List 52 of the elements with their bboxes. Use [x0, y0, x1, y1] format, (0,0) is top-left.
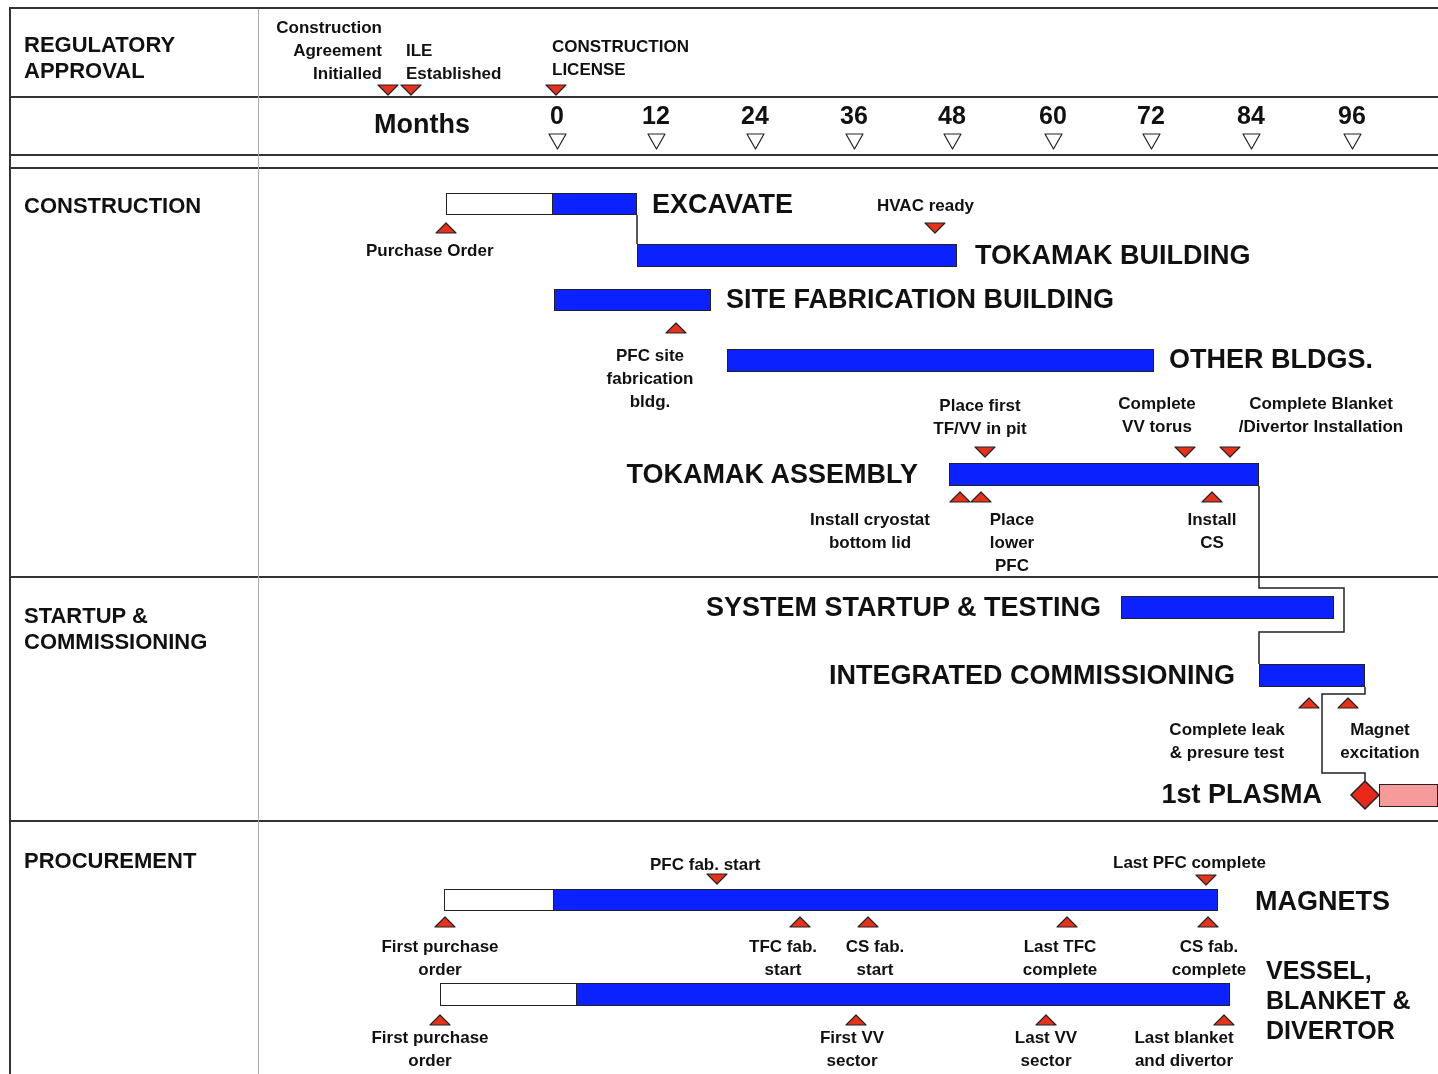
milestone-label: CS fab. complete: [1170, 936, 1248, 981]
milestone-label: CS fab. start: [844, 936, 906, 981]
section-heading: REGULATORY APPROVAL: [24, 32, 176, 84]
month-label: 24: [740, 100, 770, 130]
task-label: OTHER BLDGS.: [1169, 343, 1374, 375]
milestone-label: Magnet excitation: [1339, 719, 1421, 764]
milestone-label: Purchase Order: [366, 240, 495, 262]
task-label: TOKAMAK BUILDING: [975, 239, 1252, 271]
section-heading: PROCUREMENT: [24, 848, 198, 874]
milestone-label: Last TFC complete: [1021, 936, 1099, 981]
milestone-label: Install CS: [1186, 509, 1238, 554]
dependency-line: [1321, 686, 1366, 782]
task-label: TOKAMAK ASSEMBLY: [625, 458, 918, 490]
milestone-label: Last blanket and divertor: [1133, 1027, 1235, 1072]
milestone-label: Complete leak & presure test: [1168, 719, 1286, 764]
milestone-label: First VV sector: [818, 1027, 886, 1072]
task-label: SYSTEM STARTUP & TESTING: [704, 591, 1101, 623]
milestone-label: CONSTRUCTION LICENSE: [552, 36, 690, 81]
milestone-label: HVAC ready: [877, 195, 975, 217]
milestone-label: Install cryostat bottom lid: [809, 509, 931, 554]
section-heading: STARTUP & COMMISSIONING: [24, 603, 209, 655]
month-label: 96: [1337, 100, 1367, 130]
milestone-label: First purchase order: [380, 936, 500, 981]
dependency-line: [636, 214, 638, 245]
milestone-label: ILE Established: [406, 40, 503, 85]
milestone-label: Place lower PFC: [988, 509, 1036, 577]
dependency-line: [1258, 485, 1345, 665]
milestone-label: PFC fab. start: [650, 854, 762, 876]
month-label: 0: [549, 100, 565, 130]
milestone-label: Complete Blanket /Divertor Installation: [1237, 393, 1405, 438]
milestone-label: Construction Agreement Initialled: [275, 17, 382, 85]
task-label: SITE FABRICATION BUILDING: [726, 283, 1115, 315]
axis-title: Months: [374, 108, 471, 140]
task-label: VESSEL, BLANKET & DIVERTOR: [1266, 955, 1412, 1045]
milestone-label: First purchase order: [370, 1027, 490, 1072]
section-heading: CONSTRUCTION: [24, 193, 203, 219]
month-label: 36: [839, 100, 869, 130]
month-label: 72: [1136, 100, 1166, 130]
milestone-label: PFC site fabrication bldg.: [605, 345, 695, 413]
milestone-label: Last PFC complete: [1113, 852, 1268, 874]
task-label: 1st PLASMA: [1160, 778, 1322, 810]
task-label: MAGNETS: [1255, 885, 1391, 917]
milestone-label: Complete VV torus: [1117, 393, 1197, 438]
milestone-label: TFC fab. start: [748, 936, 818, 981]
month-label: 12: [641, 100, 671, 130]
task-label: INTEGRATED COMMISSIONING: [828, 659, 1235, 691]
milestone-label: Place first TF/VV in pit: [932, 395, 1028, 440]
task-label: EXCAVATE: [652, 188, 794, 220]
month-label: 84: [1236, 100, 1266, 130]
month-label: 48: [937, 100, 967, 130]
month-label: 60: [1038, 100, 1068, 130]
milestone-label: Last VV sector: [1013, 1027, 1079, 1072]
